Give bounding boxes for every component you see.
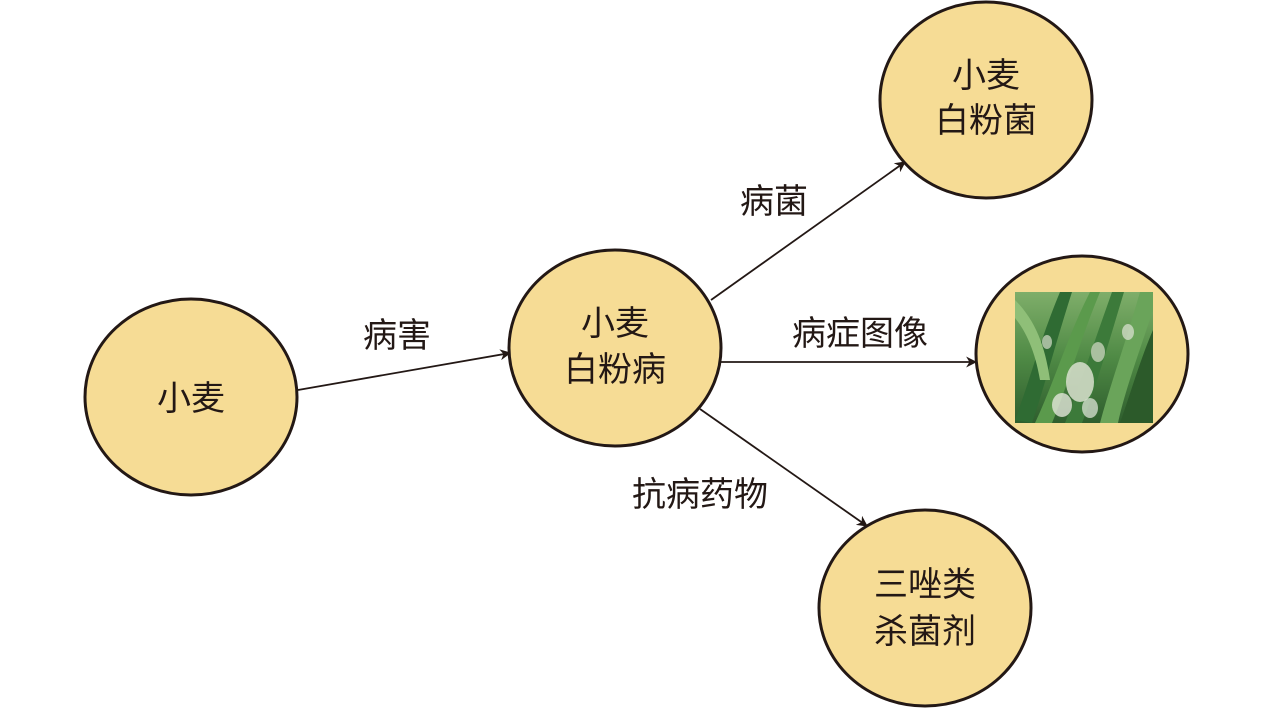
edge-pathogen: 病菌 <box>710 161 906 301</box>
node-powdery-mildew: 小麦 白粉病 <box>507 248 723 448</box>
node-fungicide: 三唑类 杀菌剂 <box>817 508 1033 708</box>
edge-label-medicine: 抗病药物 <box>632 475 768 515</box>
node-powdery-mildew-label-line1: 小麦 <box>581 304 649 344</box>
edge-label-disease: 病害 <box>363 316 431 356</box>
node-pathogen-label-line1: 小麦 <box>952 56 1020 96</box>
edge-label-pathogen: 病菌 <box>740 182 808 222</box>
node-wheat: 小麦 <box>83 297 299 497</box>
node-symptom-image <box>974 254 1190 454</box>
node-fungicide-label-line1: 三唑类 <box>874 565 976 605</box>
wheat-leaf-photo <box>1015 292 1153 423</box>
node-powdery-mildew-label-line2: 白粉病 <box>564 350 666 390</box>
edge-medicine: 抗病药物 <box>632 408 868 527</box>
node-pathogen: 小麦 白粉菌 <box>878 0 1094 200</box>
node-pathogen-label-line2: 白粉菌 <box>935 101 1037 141</box>
edge-symptom-image: 病症图像 <box>721 314 978 368</box>
edge-disease: 病害 <box>297 316 512 391</box>
edge-label-symptom-image: 病症图像 <box>792 314 928 354</box>
node-fungicide-label-line2: 杀菌剂 <box>874 612 976 652</box>
node-wheat-label: 小麦 <box>157 379 225 419</box>
